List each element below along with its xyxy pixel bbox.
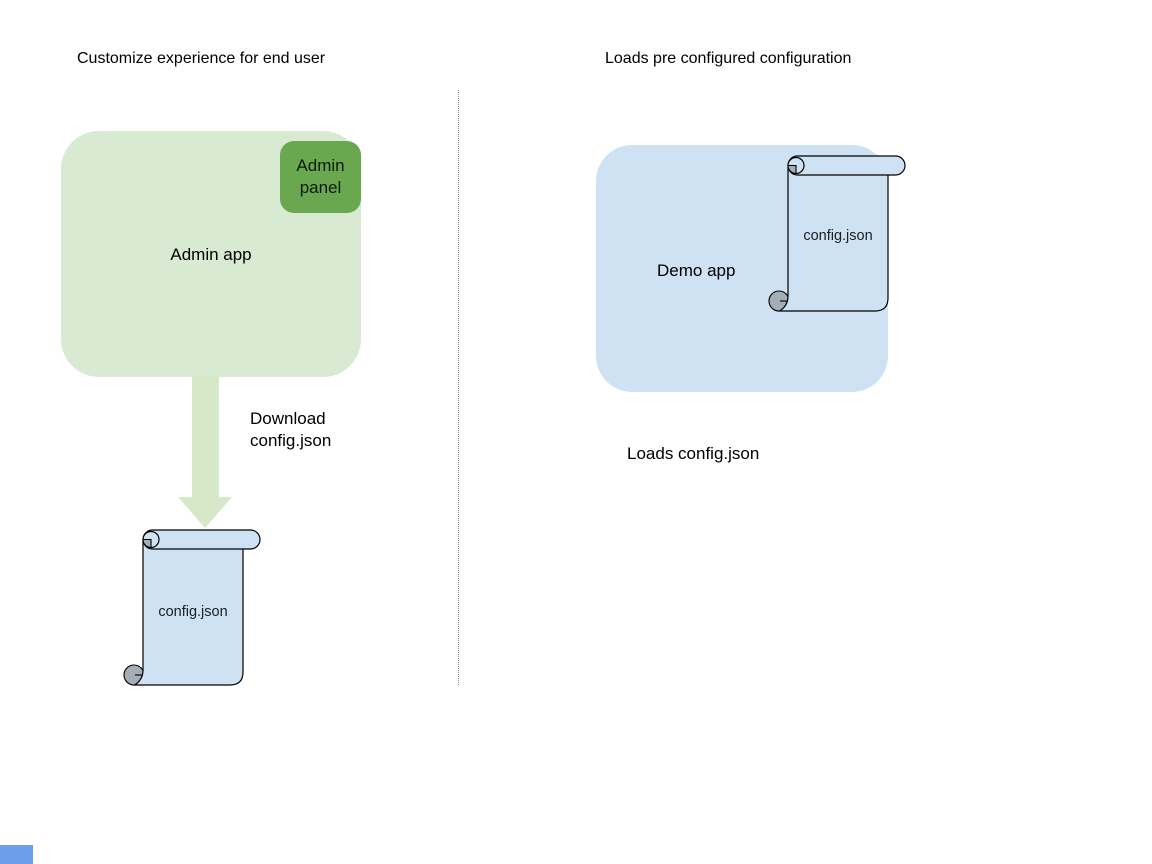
- config-json-scroll-right: [768, 155, 906, 312]
- corner-blue-square: [0, 845, 33, 864]
- admin-app-label: Admin app: [170, 245, 252, 264]
- admin-panel-label: Admin panel: [296, 156, 345, 197]
- scroll-top-curl-shade: [787, 164, 797, 175]
- scroll-top-roll: [142, 529, 261, 550]
- scroll-top-roll: [787, 155, 906, 176]
- config-json-label-right: config.json: [803, 228, 873, 244]
- right-section-title: Loads pre configured configuration: [605, 50, 852, 67]
- download-arrow-shaft: [192, 376, 219, 498]
- left-section-title: Customize experience for end user: [77, 50, 326, 67]
- config-json-label-left: config.json: [158, 604, 228, 620]
- scroll-paper-body: [777, 165, 889, 312]
- section-divider: [458, 90, 459, 685]
- admin-panel-box: Admin panel: [280, 141, 361, 213]
- scroll-paper-body: [132, 539, 244, 686]
- config-json-scroll-left: [123, 529, 261, 686]
- demo-app-label: Demo app: [657, 261, 736, 280]
- scroll-top-curl-shade: [142, 538, 152, 549]
- download-arrow-label: Download config.json: [250, 409, 332, 450]
- download-arrow-head: [178, 497, 232, 528]
- loads-config-caption: Loads config.json: [627, 444, 760, 463]
